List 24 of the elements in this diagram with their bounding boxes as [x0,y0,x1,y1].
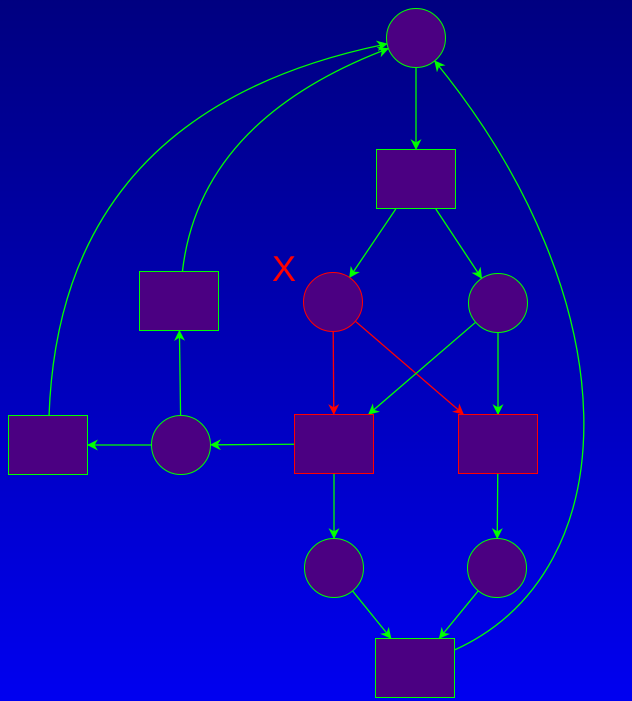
arrow [349,208,396,278]
arrow [352,590,392,639]
arrow [368,322,476,415]
transition-box [8,415,88,475]
arrow [435,208,482,279]
transition-box [139,271,219,331]
arrow [48,40,388,416]
transition-box [294,414,374,474]
arrow [410,68,422,150]
arrow [438,590,478,639]
transition-box [375,638,455,698]
arrow [328,332,340,416]
arrow [182,47,389,272]
transition-box [376,149,456,209]
arrow [434,60,584,650]
arrow [174,330,186,416]
arrow [86,440,151,450]
arrow [492,333,504,416]
arrow [328,474,340,540]
arrow [492,474,503,540]
node-mark: X [272,251,296,287]
arrow [355,321,464,415]
transition-box [458,414,538,474]
arrow [210,439,294,450]
